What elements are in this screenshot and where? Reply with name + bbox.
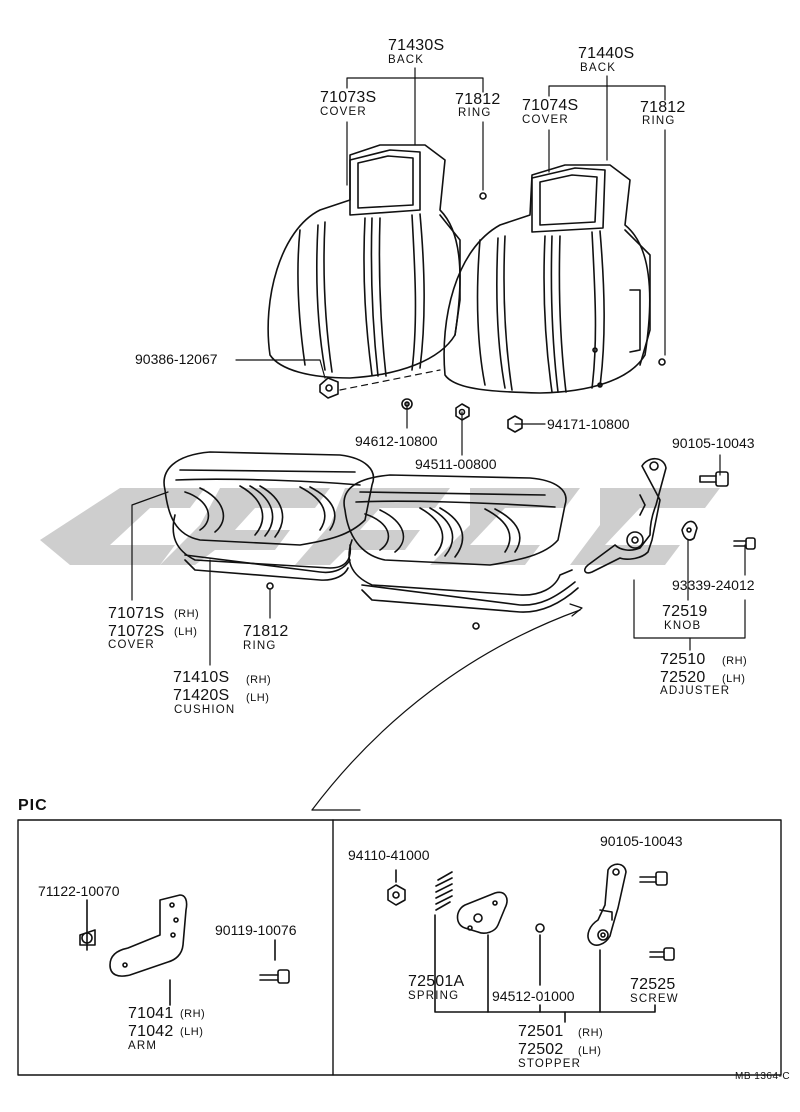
seat-back-rh: [267, 144, 487, 379]
pic-title: PIC: [18, 797, 48, 814]
back-lh-part-number: 71440S: [578, 45, 635, 62]
pic-arm-rh-suffix: (RH): [180, 1008, 206, 1020]
cushion-lh-number: 71420S: [173, 687, 230, 704]
back-rh-part-number: 71430S: [388, 37, 445, 54]
cover-rh-name: COVER: [320, 106, 367, 118]
screw-93339-label: 93339-24012: [672, 577, 755, 593]
cushion-cover-lh-number: 71072S: [108, 623, 165, 640]
nut-94171-label: 94171-10800: [547, 416, 630, 432]
cushion-rh-number: 71410S: [173, 669, 230, 686]
pic-nut-71122-label: 71122-10070: [38, 883, 120, 899]
adjuster-name: ADJUSTER: [660, 685, 731, 697]
cushion-cover-rh-suffix: (RH): [174, 608, 200, 620]
ring-2-name: RING: [642, 115, 676, 127]
ring-1-name: RING: [458, 107, 492, 119]
pic-stopper-rh-suffix: (RH): [578, 1027, 604, 1039]
knob-name: KNOB: [664, 620, 702, 632]
seat-adjuster: [583, 457, 698, 574]
pic-stopper-lh-number: 72502: [518, 1041, 564, 1058]
pic-arm-rh-number: 71041: [128, 1005, 174, 1022]
pic-arm: [79, 894, 290, 1006]
pic-spring-name: SPRING: [408, 990, 460, 1002]
cushion-rh-suffix: (RH): [246, 674, 272, 686]
leader-lines: [131, 67, 746, 811]
pic-spring-number: 72501A: [408, 973, 465, 990]
nut-94612-label: 94612-10800: [355, 433, 438, 449]
pic-nut-94512-label: 94512-01000: [492, 988, 575, 1004]
pic-bolt-90119-label: 90119-10076: [215, 922, 297, 938]
pic-stopper-name: STOPPER: [518, 1058, 582, 1070]
adjuster-lh-number: 72520: [660, 669, 706, 686]
back-lh-name: BACK: [580, 62, 617, 74]
cover-rh-part-number: 71073S: [320, 89, 377, 106]
ring-3-part-number: 71812: [243, 623, 289, 640]
back-rh-name: BACK: [388, 54, 425, 66]
ring-3-name: RING: [243, 640, 277, 652]
watermark-logo: [40, 488, 720, 565]
drawing-code: MB 1364-C: [735, 1071, 791, 1082]
bolt-90386-label: 90386-12067: [135, 351, 218, 367]
cover-lh-name: COVER: [522, 114, 569, 126]
nut-94511-label: 94511-00800: [415, 456, 497, 472]
cushion-lh-suffix: (LH): [246, 692, 270, 704]
pic-nut-94110-label: 94110-41000: [348, 847, 430, 863]
seat-back-lh: [443, 164, 666, 394]
pic-arm-lh-suffix: (LH): [180, 1026, 204, 1038]
cushion-cover-lh-suffix: (LH): [174, 626, 198, 638]
adjuster-rh-number: 72510: [660, 651, 706, 668]
pic-arm-lh-number: 71042: [128, 1023, 174, 1040]
cushion-cover-name: COVER: [108, 639, 155, 651]
pic-bolt-90105-label: 90105-10043: [600, 833, 683, 849]
adjuster-lh-suffix: (LH): [722, 673, 746, 685]
pic-screw-number: 72525: [630, 976, 676, 993]
seat-cushion-lh: [343, 474, 579, 613]
ring-2-part-number: 71812: [640, 99, 686, 116]
cover-lh-part-number: 71074S: [522, 97, 579, 114]
pic-stopper-lh-suffix: (LH): [578, 1045, 602, 1057]
knob-part-number: 72519: [662, 603, 708, 620]
cushion-name: CUSHION: [174, 704, 236, 716]
bolt-90105-label: 90105-10043: [672, 435, 755, 451]
ring-1-part-number: 71812: [455, 91, 501, 108]
pic-arm-name: ARM: [128, 1040, 158, 1052]
adjuster-rh-suffix: (RH): [722, 655, 748, 667]
hardware-bolts-nuts: [266, 377, 756, 630]
cushion-cover-rh-number: 71071S: [108, 605, 165, 622]
pic-stopper: [387, 863, 675, 1023]
pic-frame: [17, 819, 782, 1076]
pic-screw-name: SCREW: [630, 993, 679, 1005]
pic-stopper-rh-number: 72501: [518, 1023, 564, 1040]
